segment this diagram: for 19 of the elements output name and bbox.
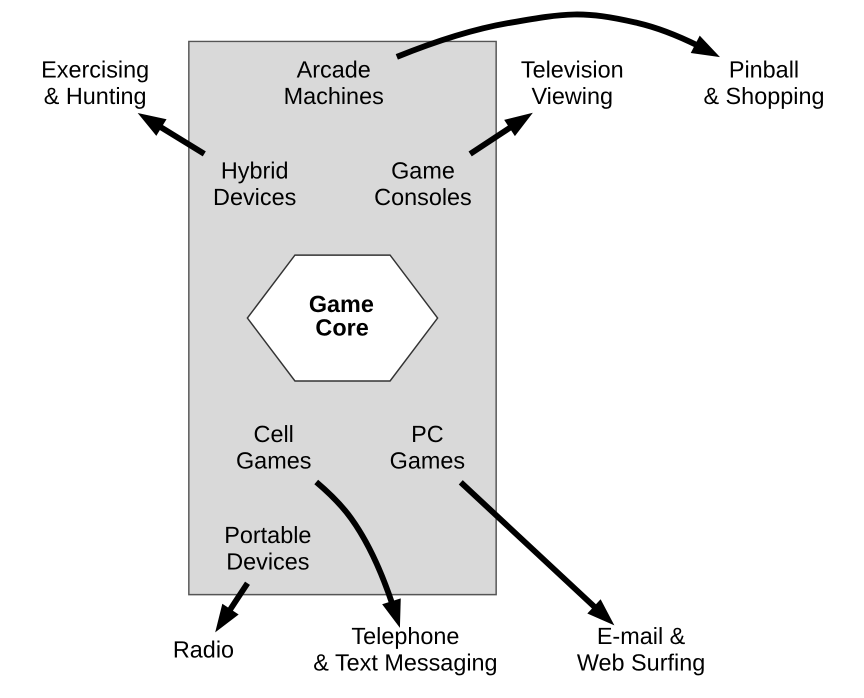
node-text: Arcade Machines <box>283 56 384 110</box>
node-text: Television Viewing <box>520 56 624 110</box>
node-text: Portable Devices <box>224 522 311 574</box>
arrow <box>214 582 250 632</box>
node-text: PC Games <box>389 421 465 474</box>
node-text: E-mail & Web Surfing <box>576 623 705 676</box>
arrow <box>314 480 400 628</box>
node-text: Radio <box>172 636 234 662</box>
node-text: Game Consoles <box>374 158 472 210</box>
node-text: Pinball & Shopping <box>702 56 824 110</box>
node-text: Cell Games <box>235 421 311 474</box>
arrow <box>468 112 532 156</box>
node-text: Hybrid Devices <box>212 158 296 210</box>
arrow <box>458 480 614 626</box>
node-text: Exercising & Hunting <box>40 56 149 110</box>
node-text: Telephone & Text Messaging <box>312 623 498 676</box>
cluster <box>188 40 496 596</box>
arrow <box>137 112 206 156</box>
arrow <box>395 12 720 60</box>
